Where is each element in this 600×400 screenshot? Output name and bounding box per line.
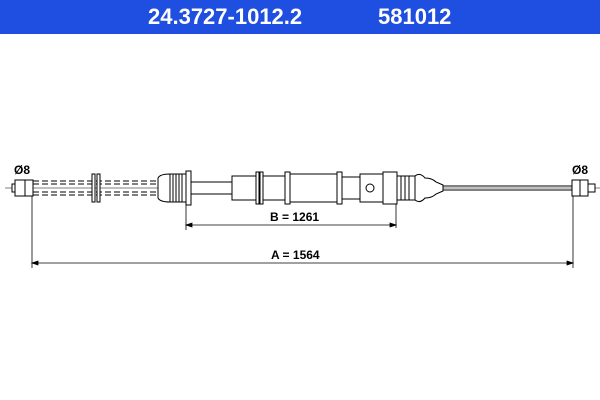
ferrule <box>157 170 192 206</box>
dimension-a-label: A = 1564 <box>271 248 320 262</box>
right-diameter-label: Ø8 <box>572 163 588 177</box>
dimension-a-line <box>30 196 575 268</box>
header-bar: 24.3727-1012.2 581012 <box>0 0 600 34</box>
ref-number: 581012 <box>378 4 452 29</box>
dimension-b-line <box>184 204 398 230</box>
housing-clip <box>96 173 101 203</box>
cable-housing <box>33 180 158 196</box>
housing-clip <box>91 173 96 203</box>
hole <box>365 183 375 193</box>
adjuster-body <box>190 171 444 205</box>
left-nut <box>11 179 34 197</box>
part-number: 24.3727-1012.2 <box>148 4 303 29</box>
boot <box>414 173 444 203</box>
left-diameter-label: Ø8 <box>14 163 30 177</box>
right-nut <box>571 179 596 197</box>
dimension-b-label: B = 1261 <box>270 210 319 224</box>
